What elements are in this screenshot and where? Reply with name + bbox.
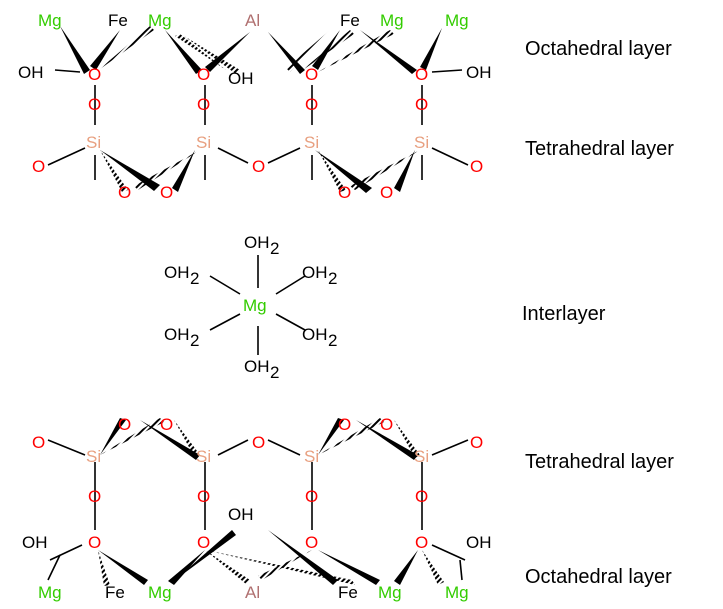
top-mg-2: Mg [148,11,172,30]
top-si-1: Si [86,133,101,152]
top-fe-2: Fe [340,11,360,30]
bot-o-mid-3: O [305,487,318,506]
bot-si-1: Si [86,447,101,466]
top-o-term-right: O [470,157,483,176]
top-oh-center: OH [228,69,254,88]
bot-si-2: Si [196,447,211,466]
top-tetrahedral-atoms: O O O O O O O O Si Si Si Si O O O O O O … [32,65,483,202]
bot-o-low-2: O [197,533,210,552]
interlayer-mg-hexahydrate: Mg OH 2 OH 2 OH 2 OH 2 OH 2 OH 2 [164,233,337,382]
top-o-low-4: O [380,183,393,202]
bot-mg-1: Mg [38,583,62,602]
top-mg-4: Mg [445,11,469,30]
svg-text:OH: OH [302,263,328,282]
bot-o-up-2: O [160,415,173,434]
svg-text:OH: OH [164,325,190,344]
top-o-term-left: O [32,157,45,176]
top-mg-1: Mg [38,11,62,30]
label-tetrahedral-top: Tetrahedral layer [525,138,674,160]
bot-si-3: Si [304,447,319,466]
bottom-sheet-bonds [47,418,469,586]
label-interlayer: Interlayer [522,303,606,325]
top-si-4: Si [414,133,429,152]
top-o-low-3: O [338,183,351,202]
top-o-3: O [305,65,318,84]
svg-text:OH: OH [244,357,270,376]
water-upper-left: OH 2 [164,263,199,288]
svg-text:2: 2 [270,363,279,382]
top-o-1: O [88,65,101,84]
bot-o-term-left: O [32,433,45,452]
bot-mg-4: Mg [445,583,469,602]
label-tetrahedral-bottom: Tetrahedral layer [525,451,674,473]
bot-o-up-3: O [338,415,351,434]
bot-mg-3: Mg [378,583,402,602]
top-o-6: O [197,95,210,114]
bot-o-mid-4: O [415,487,428,506]
bot-o-up-4: O [380,415,393,434]
svg-text:2: 2 [328,269,337,288]
bot-oh-right: OH [466,533,492,552]
bot-mg-2: Mg [148,583,172,602]
top-octahedral-atoms: Mg Fe Mg Al Fe Mg Mg OH OH OH [18,11,492,88]
top-o-low-1: O [118,183,131,202]
top-si-2: Si [196,133,211,152]
interlayer-mg: Mg [243,296,267,315]
svg-text:2: 2 [190,331,199,350]
bot-oh-left: OH [22,533,48,552]
water-lower-left: OH 2 [164,325,199,350]
bot-fe-2: Fe [338,583,358,602]
water-upper-right: OH 2 [302,263,337,288]
top-o-bridge: O [252,157,265,176]
svg-text:OH: OH [164,263,190,282]
label-octahedral-bottom: Octahedral layer [525,566,672,588]
svg-text:2: 2 [328,331,337,350]
bot-oh-center: OH [228,505,254,524]
label-octahedral-top: Octahedral layer [525,38,672,60]
svg-text:OH: OH [244,233,270,252]
top-o-2: O [197,65,210,84]
top-o-5: O [88,95,101,114]
top-o-7: O [305,95,318,114]
layer-labels: Octahedral layer Tetrahedral layer Inter… [522,38,674,588]
bottom-octahedral-atoms: OH OH OH Mg Fe Mg Al Fe Mg Mg [22,505,492,602]
bot-o-low-1: O [88,533,101,552]
water-bottom: OH 2 [244,357,279,382]
bot-o-mid-2: O [197,487,210,506]
bot-o-up-1: O [118,415,131,434]
bot-o-mid-1: O [88,487,101,506]
svg-text:OH: OH [302,325,328,344]
bot-fe-1: Fe [105,583,125,602]
bot-o-term-right: O [470,433,483,452]
water-lower-right: OH 2 [302,325,337,350]
svg-text:2: 2 [270,239,279,258]
svg-text:2: 2 [190,269,199,288]
bot-o-bridge: O [252,433,265,452]
top-o-8: O [415,95,428,114]
top-sheet-bonds [47,26,469,193]
top-fe-1: Fe [108,11,128,30]
top-o-low-2: O [160,183,173,202]
top-si-3: Si [304,133,319,152]
bottom-tetrahedral-atoms: O O O O O O O Si Si Si Si O O O O O O O … [32,415,483,552]
bot-o-low-3: O [305,533,318,552]
top-oh-right: OH [466,63,492,82]
top-oh-left: OH [18,63,44,82]
bot-si-4: Si [414,447,429,466]
top-mg-3: Mg [380,11,404,30]
top-o-4: O [415,65,428,84]
bot-o-low-4: O [415,533,428,552]
top-al: Al [245,11,260,30]
bot-al: Al [245,583,260,602]
water-top: OH 2 [244,233,279,258]
